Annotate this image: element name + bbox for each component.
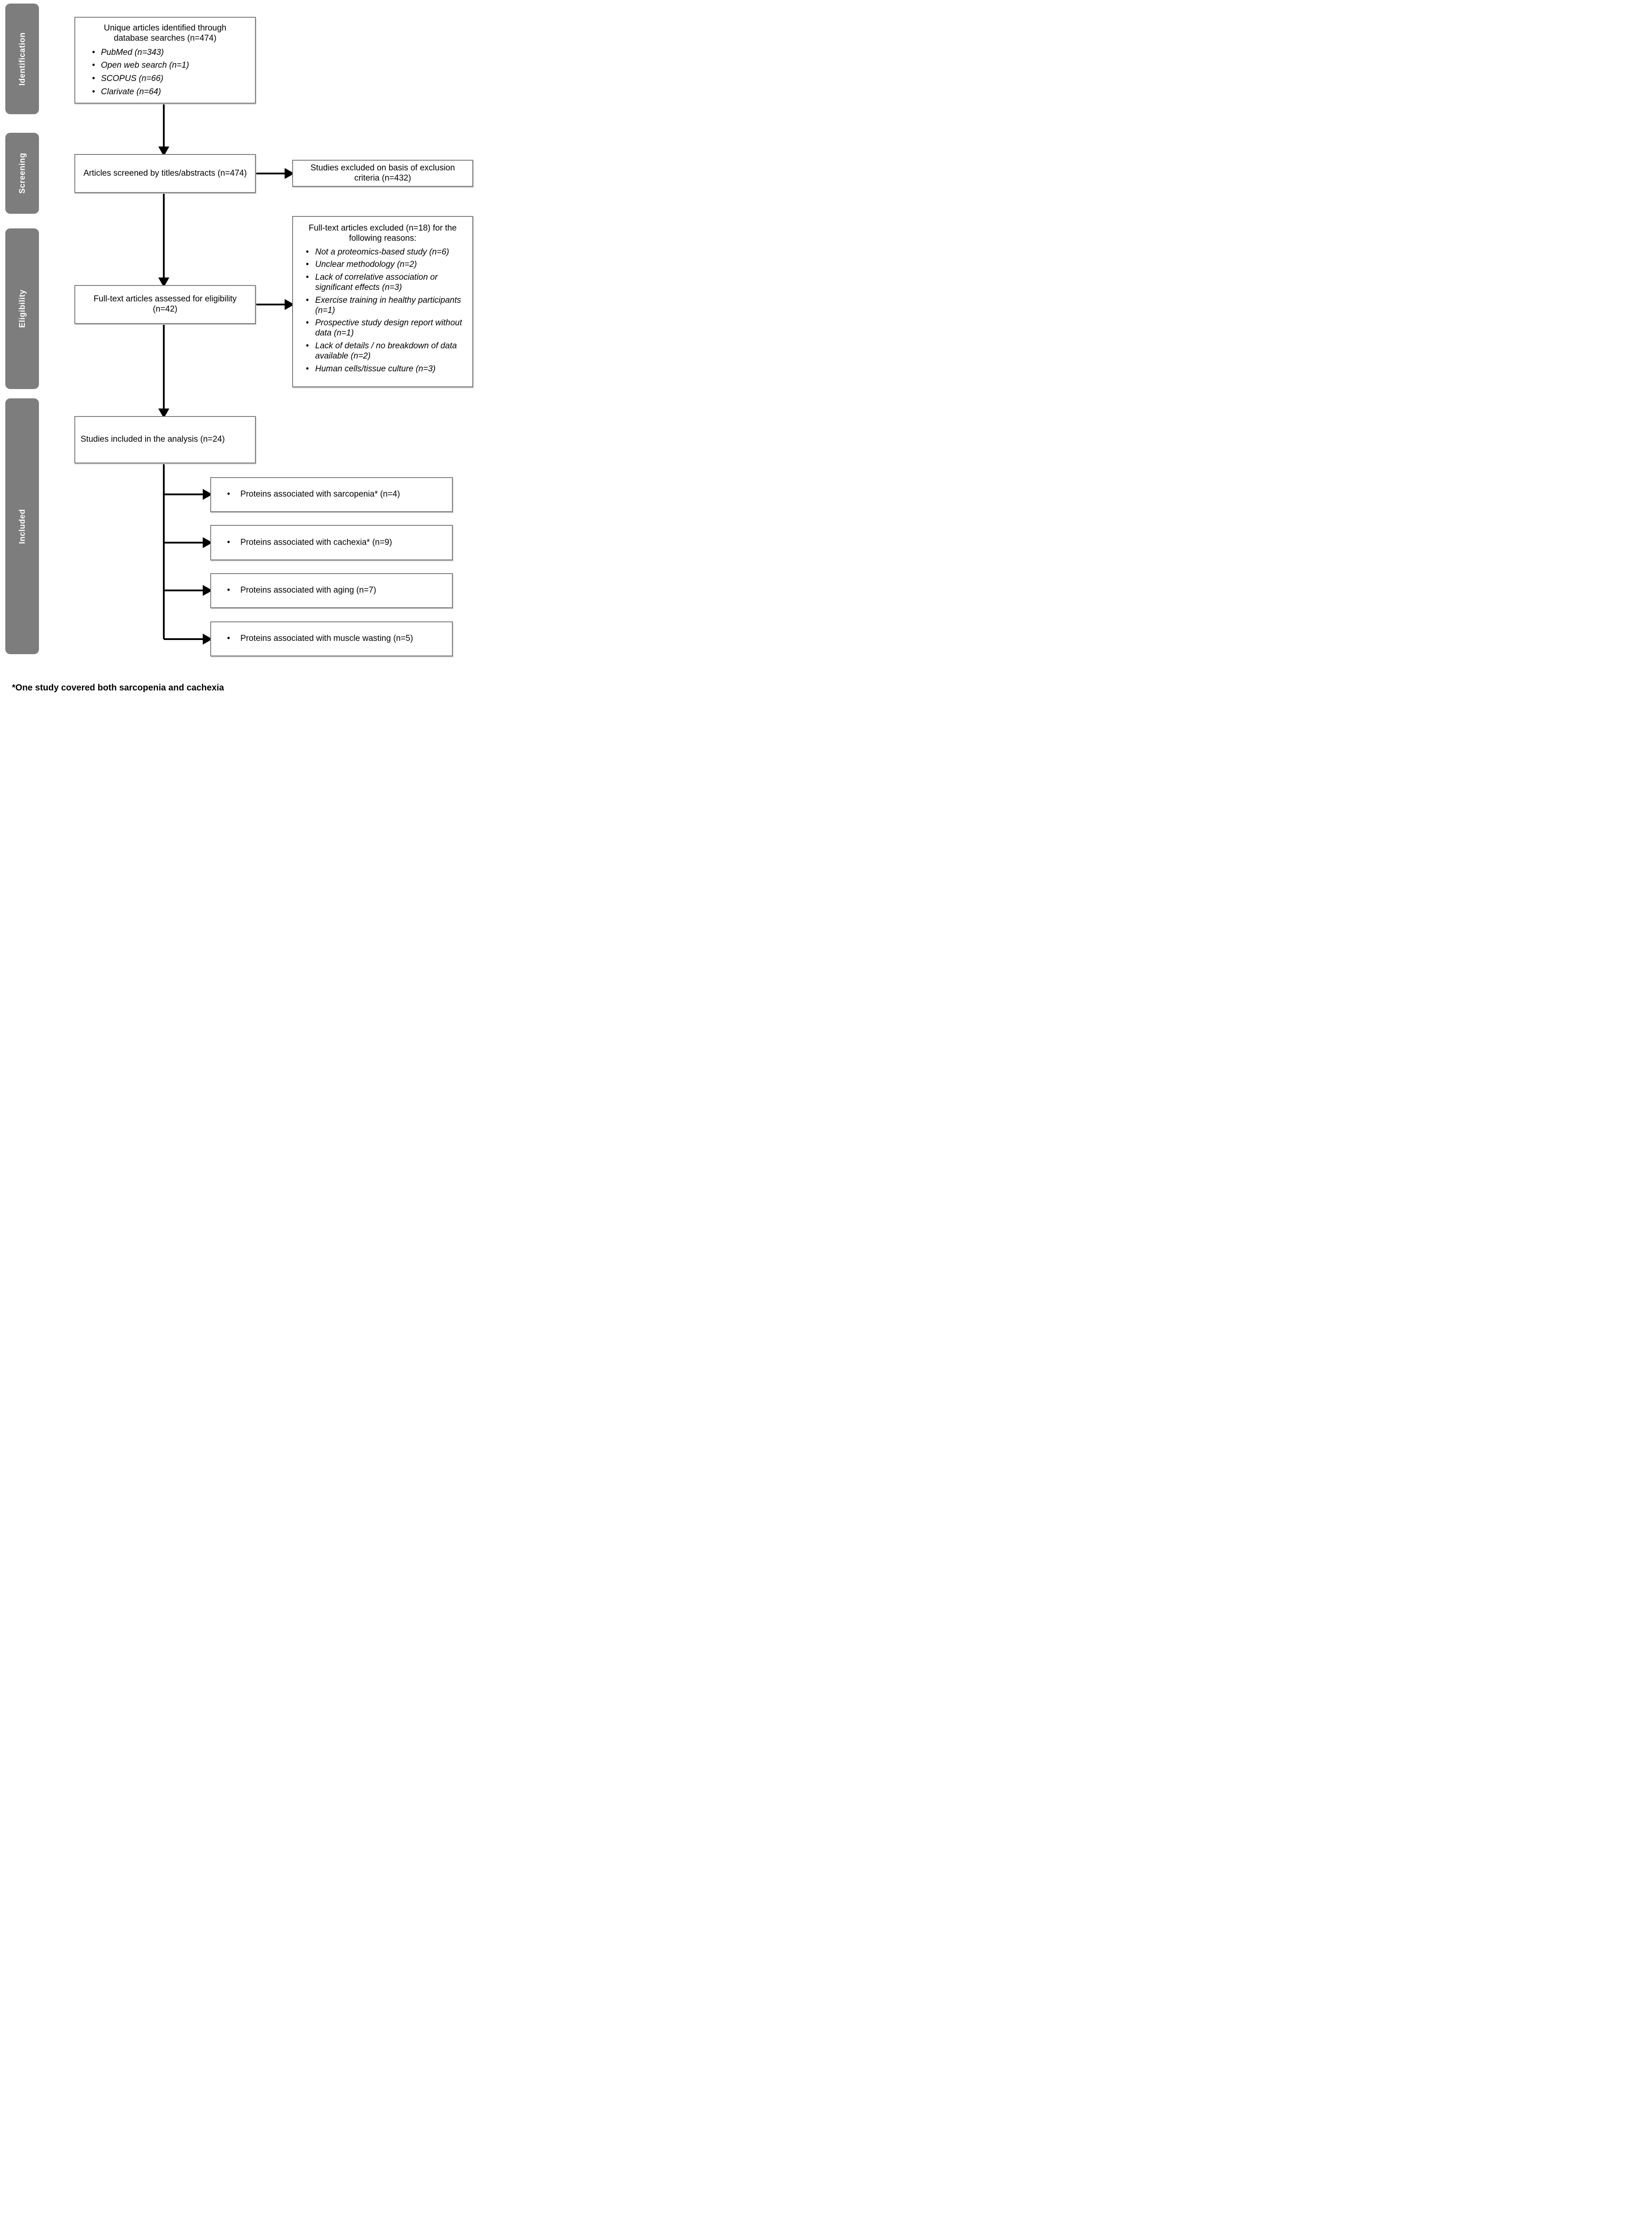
bullet-icon <box>227 634 240 644</box>
stage-eligibility: Eligibility <box>5 228 39 389</box>
prisma-flow-diagram: Identification Screening Eligibility Inc… <box>0 0 478 704</box>
fulltext-excluded-title: Full-text articles excluded (n=18) for t… <box>309 224 457 243</box>
outcome-cachexia-text: Proteins associated with cachexia* (n=9) <box>240 537 392 547</box>
screening-excluded-text: Studies excluded on basis of exclusion c… <box>310 163 455 183</box>
bullet-item: Not a proteomics-based study (n=6) <box>305 247 466 258</box>
fulltext-excluded-box: Full-text articles excluded (n=18) for t… <box>292 216 473 387</box>
screening-box-text: Articles screened by titles/abstracts (n… <box>83 168 247 178</box>
bullet-item: SCOPUS (n=66) <box>91 74 251 84</box>
bullet-icon <box>227 538 240 548</box>
bullet-item: Lack of correlative association or signi… <box>305 273 466 293</box>
stage-eligibility-label: Eligibility <box>17 289 27 328</box>
stage-included: Included <box>5 398 39 654</box>
included-box: Studies included in the analysis (n=24) <box>74 416 256 463</box>
outcome-box-cachexia: Proteins associated with cachexia* (n=9) <box>210 525 453 560</box>
included-box-text: Studies included in the analysis (n=24) <box>81 435 225 444</box>
outcome-box-aging: Proteins associated with aging (n=7) <box>210 573 453 608</box>
eligibility-box: Full-text articles assessed for eligibil… <box>74 285 256 324</box>
outcome-sarcopenia-text: Proteins associated with sarcopenia* (n=… <box>240 490 400 499</box>
outcome-box-sarcopenia: Proteins associated with sarcopenia* (n=… <box>210 477 453 512</box>
bullet-item: Open web search (n=1) <box>91 61 251 71</box>
bullet-item: Prospective study design report without … <box>305 318 466 339</box>
outcome-muscle-wasting-text: Proteins associated with muscle wasting … <box>240 634 413 644</box>
bullet-item: Unclear methodology (n=2) <box>305 260 466 270</box>
fulltext-excluded-reason-list: Not a proteomics-based study (n=6) Unclea… <box>305 247 466 374</box>
bullet-item: Human cells/tissue culture (n=3) <box>305 364 466 374</box>
bullet-item: Clarivate (n=64) <box>91 87 251 97</box>
identification-source-list: PubMed (n=343) Open web search (n=1) SCOPU… <box>91 48 251 97</box>
identification-box-title: Unique articles identified through datab… <box>104 23 227 43</box>
bullet-item: Exercise training in healthy participant… <box>305 296 466 316</box>
footnote: *One study covered both sarcopenia and c… <box>12 683 224 693</box>
bullet-icon <box>227 586 240 596</box>
outcome-box-muscle-wasting: Proteins associated with muscle wasting … <box>210 621 453 656</box>
stage-screening: Screening <box>5 133 39 214</box>
bullet-icon <box>227 490 240 500</box>
stage-identification: Identification <box>5 4 39 114</box>
bullet-item: Lack of details / no breakdown of data a… <box>305 341 466 362</box>
stage-screening-label: Screening <box>17 153 27 194</box>
stage-included-label: Included <box>17 509 27 544</box>
screening-excluded-box: Studies excluded on basis of exclusion c… <box>292 160 473 187</box>
stage-identification-label: Identification <box>17 32 27 86</box>
screening-box: Articles screened by titles/abstracts (n… <box>74 154 256 193</box>
outcome-aging-text: Proteins associated with aging (n=7) <box>240 586 376 595</box>
eligibility-box-text: Full-text articles assessed for eligibil… <box>93 294 237 314</box>
identification-box: Unique articles identified through datab… <box>74 17 256 104</box>
bullet-item: PubMed (n=343) <box>91 48 251 58</box>
